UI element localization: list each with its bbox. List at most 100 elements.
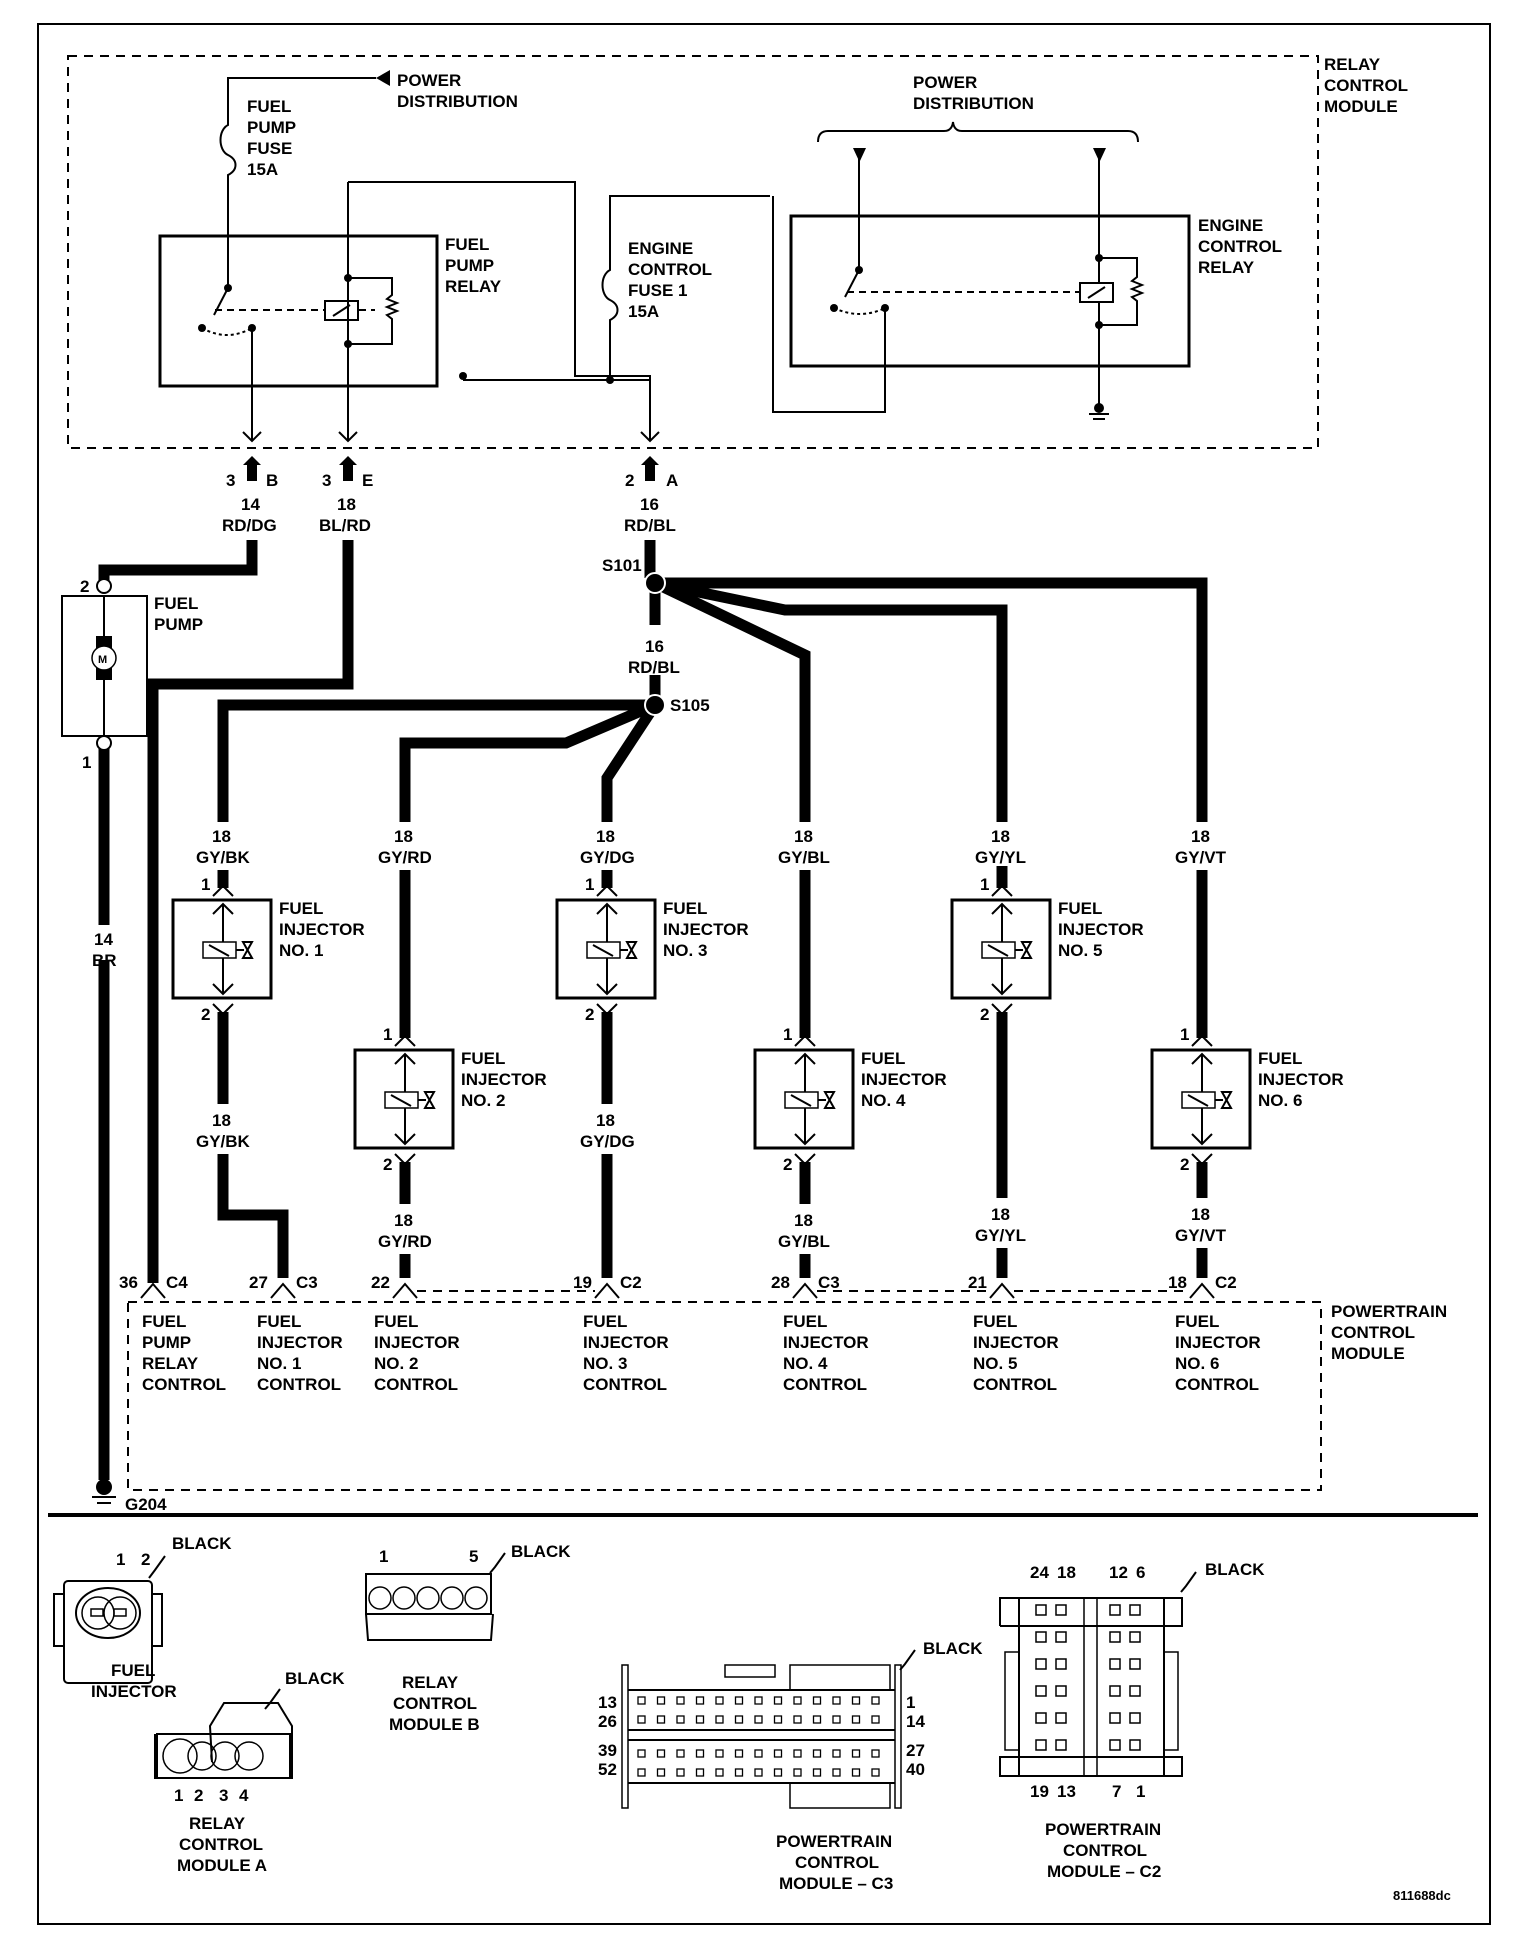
pcm-c3-pin-cavity (715, 1749, 724, 1758)
fuel-pump-ground-gauge: 14 (94, 930, 113, 949)
engine-control-relay-label-1: ENGINE (1198, 216, 1263, 235)
pcm-terminal-function: FUEL (583, 1312, 627, 1331)
injector-pin-out: 2 (783, 1155, 792, 1174)
pcm-c3-pin-cavity (793, 1715, 802, 1724)
pcm-c2-pin-cavity (1109, 1739, 1121, 1751)
pcm-c2-color: BLACK (1205, 1560, 1265, 1579)
injector-pin-out: 2 (201, 1005, 210, 1024)
pcm-c2-pin-cavity (1129, 1658, 1141, 1670)
pcm-c3-pin-cavity (754, 1749, 763, 1758)
relay-control-module: RELAY CONTROL MODULE POWER DISTRIBUTION … (67, 55, 1408, 449)
pcm-c3-pin-cavity (754, 1696, 763, 1705)
pcm-terminal-function: INJECTOR (257, 1333, 343, 1352)
pcm-c2-top-24: 24 (1030, 1563, 1049, 1582)
injector-label-2: INJECTOR (1258, 1070, 1344, 1089)
pcm-terminal-pin: 27 (249, 1273, 268, 1292)
pcm-c2-pin-cavity (1035, 1658, 1047, 1670)
pcm-c2-bottom-1: 1 (1136, 1782, 1145, 1801)
relay-control-module-label-1: RELAY (1324, 55, 1381, 74)
pcm-terminal-function: NO. 3 (583, 1354, 627, 1373)
splice-s101 (644, 572, 666, 594)
pcm-c3-pin-cavity (695, 1696, 705, 1705)
fuel-pump-ground-color: BR (92, 951, 117, 970)
injector-out-gauge: 18 (1191, 1205, 1210, 1224)
pcm-c2-pin-cavity (1055, 1631, 1067, 1643)
fuel-pump-pin-top: 2 (80, 577, 89, 596)
fuel-pump: 2 M 1 FUEL PUMP 14 BR G204 (61, 577, 203, 1514)
pcm-c2-top-18: 18 (1057, 1563, 1076, 1582)
injector-pin-in: 1 (980, 875, 989, 894)
pcm-c2-pin-cavity (1129, 1685, 1141, 1697)
rma-title-3: MODULE A (177, 1856, 267, 1875)
pcm-c2-pin-cavity (1055, 1685, 1067, 1697)
injector-label-1: FUEL (461, 1049, 505, 1068)
relay-output-pin-a: 2 (625, 471, 634, 490)
pcm-c3-pin-cavity (812, 1715, 822, 1724)
injector-label-3: NO. 2 (461, 1091, 505, 1110)
relay-output-conn-e: E (362, 471, 373, 490)
relay-output-pin-e: 3 (322, 471, 331, 490)
rma-pin-4: 4 (239, 1786, 249, 1805)
pcm-c2-pin-cavity (1035, 1604, 1047, 1616)
injector-pin-in: 1 (783, 1025, 792, 1044)
power-distribution-left-2: DISTRIBUTION (397, 92, 518, 111)
splice-s105 (644, 694, 666, 716)
pcm-c2-title-1: POWERTRAIN (1045, 1820, 1161, 1839)
pcm-terminal-function: CONTROL (1175, 1375, 1259, 1394)
rmb-title-3: MODULE B (389, 1715, 480, 1734)
relay-output-color-e: BL/RD (319, 516, 371, 535)
pcm-terminal-function: INJECTOR (973, 1333, 1059, 1352)
pcm-c2-pin-cavity (1129, 1631, 1141, 1643)
pcm-c3-left-26: 26 (598, 1712, 617, 1731)
pcm-c3-pin-cavity (832, 1715, 841, 1724)
injector-out-gauge: 18 (794, 1211, 813, 1230)
pcm-c3-left-52: 52 (598, 1760, 617, 1779)
injector-in-gauge: 18 (394, 827, 413, 846)
pcm-c3-pin-cavity (871, 1768, 880, 1777)
powertrain-control-module: POWERTRAIN CONTROL MODULE (127, 1301, 1447, 1491)
injector-out-gauge: 18 (991, 1205, 1010, 1224)
injector-label-2: INJECTOR (461, 1070, 547, 1089)
connector-view-relay-module-a: BLACK 1 2 3 4 RELAY CONTROL MODULE A (154, 1669, 345, 1875)
rma-color: BLACK (285, 1669, 345, 1688)
fuel-pump-relay-label-3: RELAY (445, 277, 502, 296)
splice-wire-color: RD/BL (628, 658, 680, 677)
injector-out-color: GY/BK (196, 1132, 251, 1151)
fuel-pump-label-2: PUMP (154, 615, 203, 634)
injector-label-2: INJECTOR (663, 920, 749, 939)
injector-label-3: NO. 1 (279, 941, 323, 960)
wire-gy-bl-feed (652, 578, 811, 822)
rma-pin-3: 3 (219, 1786, 228, 1805)
injector-in-color: GY/YL (975, 848, 1026, 867)
connector-view-fuel-injector: 1 2 BLACK FUEL INJECTOR (53, 1534, 232, 1701)
pcm-c3-pin-cavity (637, 1715, 646, 1724)
pcm-c3-pin-cavity (851, 1715, 861, 1724)
injector-label-1: FUEL (1258, 1049, 1302, 1068)
pcm-terminal-function: FUEL (374, 1312, 418, 1331)
pcm-label-1: POWERTRAIN (1331, 1302, 1447, 1321)
relay-output-gauge-e: 18 (337, 495, 356, 514)
fuel-pump-relay-label-2: PUMP (445, 256, 494, 275)
splice-s105-label: S105 (670, 696, 710, 715)
pcm-c3-pin-cavity (656, 1768, 666, 1777)
pcm-c3-pin-cavity (812, 1696, 822, 1705)
relay-output-conn-a: A (666, 471, 678, 490)
pcm-c3-pin-cavity (715, 1696, 724, 1705)
pcm-terminal-pin: 18 (1168, 1273, 1187, 1292)
injector-label-2: INJECTOR (279, 920, 365, 939)
ground-icon (1089, 413, 1109, 420)
pcm-terminal-function: NO. 5 (973, 1354, 1017, 1373)
wire-bl-rd (147, 540, 354, 1283)
engine-control-fuse-1: ENGINE (628, 239, 693, 258)
pcm-c3-pin-cavity (676, 1768, 685, 1777)
pcm-terminal-function: RELAY (142, 1354, 199, 1373)
page-frame (37, 23, 1491, 1925)
injector-out-color: GY/DG (580, 1132, 635, 1151)
injector-label-3: NO. 4 (861, 1091, 906, 1110)
injector-in-gauge: 18 (596, 827, 615, 846)
rmb-title-2: CONTROL (393, 1694, 477, 1713)
